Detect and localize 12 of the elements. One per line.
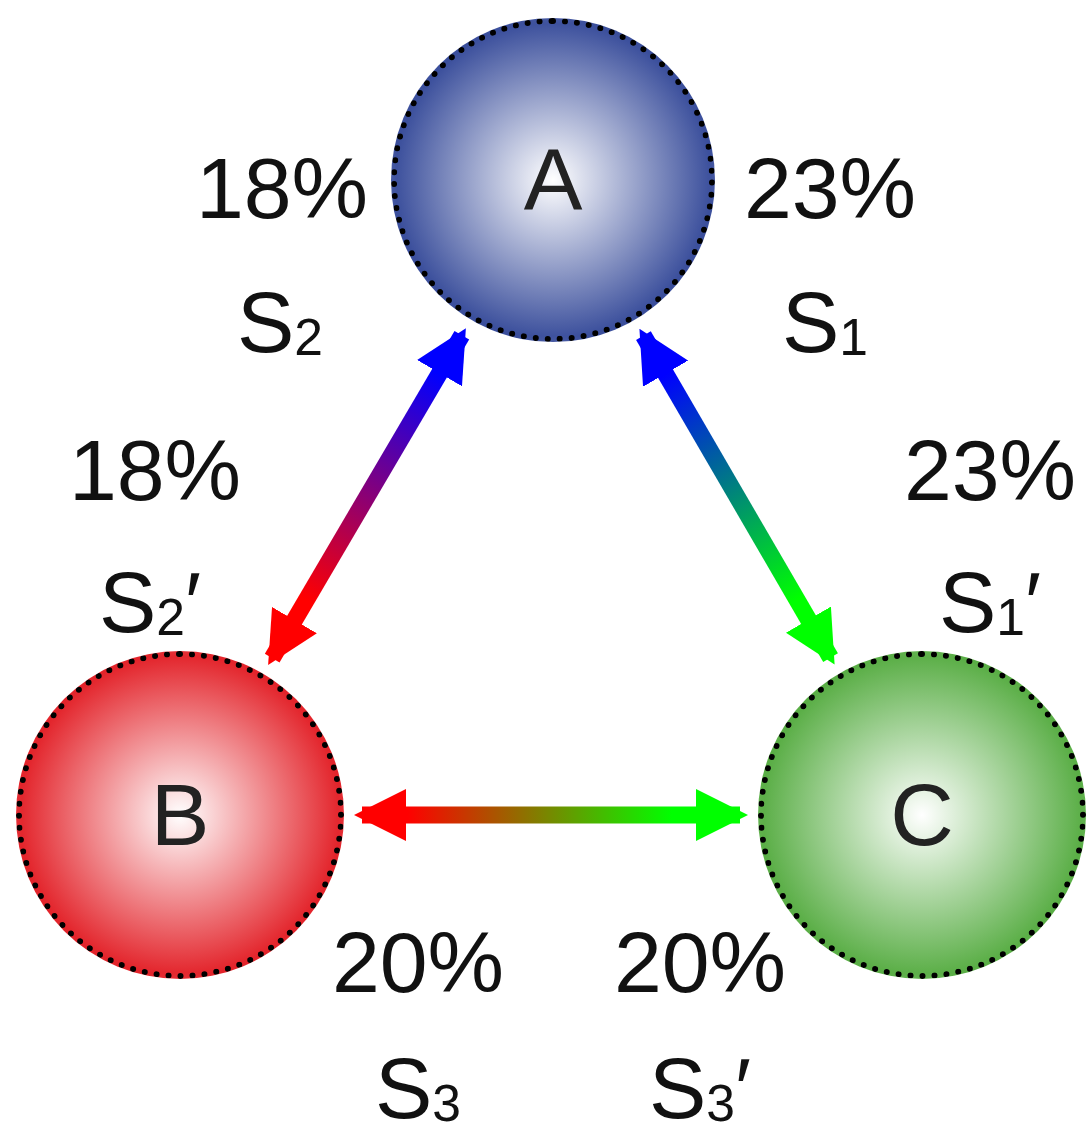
rate-label: 20% [613, 919, 787, 1005]
rate-label: 23% [903, 427, 1077, 513]
rate-label: 18% [68, 427, 242, 513]
rate-label: 18% [195, 145, 369, 231]
double-headed-arrow [636, 328, 838, 665]
double-headed-arrow [264, 328, 470, 665]
rate-label: 20% [331, 919, 505, 1005]
node-letter: C [890, 771, 954, 859]
double-headed-arrow [354, 789, 748, 841]
node-letter: B [150, 771, 210, 859]
node-letter: A [523, 136, 583, 224]
rate-label: 23% [743, 145, 917, 231]
